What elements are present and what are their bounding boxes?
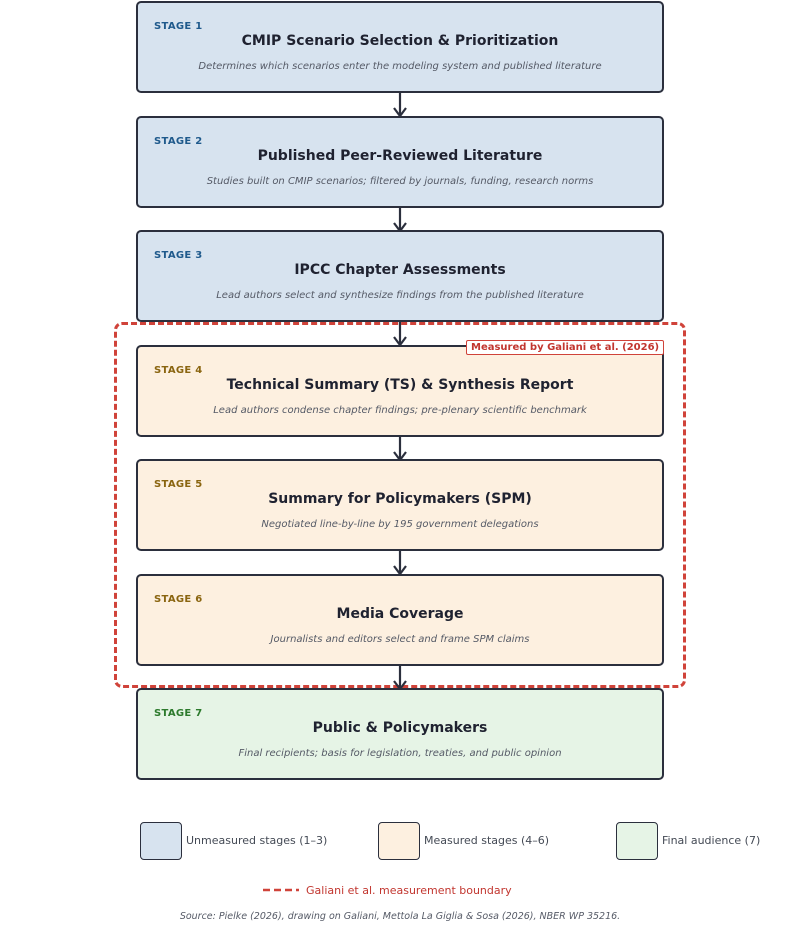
- legend-label-unmeasured: Unmeasured stages (1–3): [186, 834, 328, 847]
- stage-4-box: STAGE 4 Technical Summary (TS) & Synthes…: [136, 345, 664, 437]
- stage-1-label: STAGE 1: [154, 21, 203, 32]
- stage-3-title: IPCC Chapter Assessments: [294, 262, 506, 278]
- stage-6-label: STAGE 6: [154, 594, 203, 605]
- legend-swatch-measured: [378, 822, 420, 860]
- stage-7-box: STAGE 7 Public & Policymakers Final reci…: [136, 688, 664, 780]
- stage-3-box: STAGE 3 IPCC Chapter Assessments Lead au…: [136, 230, 664, 322]
- stage-2-title: Published Peer-Reviewed Literature: [257, 148, 543, 164]
- stage-7-description: Final recipients; basis for legislation,…: [238, 748, 562, 759]
- stage-5-label: STAGE 5: [154, 479, 203, 490]
- stage-1-box: STAGE 1 CMIP Scenario Selection & Priori…: [136, 1, 664, 93]
- source-note: Source: Pielke (2026), drawing on Galian…: [179, 911, 621, 922]
- stage-7-title: Public & Policymakers: [312, 720, 488, 736]
- stage-5-box: STAGE 5 Summary for Policymakers (SPM) N…: [136, 459, 664, 551]
- stage-5-title: Summary for Policymakers (SPM): [268, 491, 532, 507]
- stage-1-title: CMIP Scenario Selection & Prioritization: [241, 33, 559, 49]
- stage-6-description: Journalists and editors select and frame…: [270, 634, 530, 645]
- stage-4-description: Lead authors condense chapter findings; …: [213, 405, 587, 416]
- stage-2-box: STAGE 2 Published Peer-Reviewed Literatu…: [136, 116, 664, 208]
- stage-4-label: STAGE 4: [154, 365, 203, 376]
- stage-3-label: STAGE 3: [154, 250, 203, 261]
- stage-3-description: Lead authors select and synthesize findi…: [216, 290, 584, 301]
- legend-swatch-unmeasured: [140, 822, 182, 860]
- stage-4-title: Technical Summary (TS) & Synthesis Repor…: [226, 377, 574, 393]
- legend-label-measured: Measured stages (4–6): [424, 834, 550, 847]
- legend-label-boundary: Galiani et al. measurement boundary: [306, 884, 512, 897]
- stage-5-description: Negotiated line-by-line by 195 governmen…: [261, 519, 539, 530]
- stage-6-title: Media Coverage: [336, 606, 464, 622]
- stage-7-label: STAGE 7: [154, 708, 203, 719]
- boundary-tag: Measured by Galiani et al. (2026): [466, 340, 665, 355]
- legend-swatch-final: [616, 822, 658, 860]
- stage-2-label: STAGE 2: [154, 136, 203, 147]
- stage-1-description: Determines which scenarios enter the mod…: [198, 61, 602, 72]
- legend-label-final: Final audience (7): [662, 834, 761, 847]
- stage-6-box: STAGE 6 Media Coverage Journalists and e…: [136, 574, 664, 666]
- stage-2-description: Studies built on CMIP scenarios; filtere…: [206, 176, 594, 187]
- dashed-line-icon: [263, 888, 299, 892]
